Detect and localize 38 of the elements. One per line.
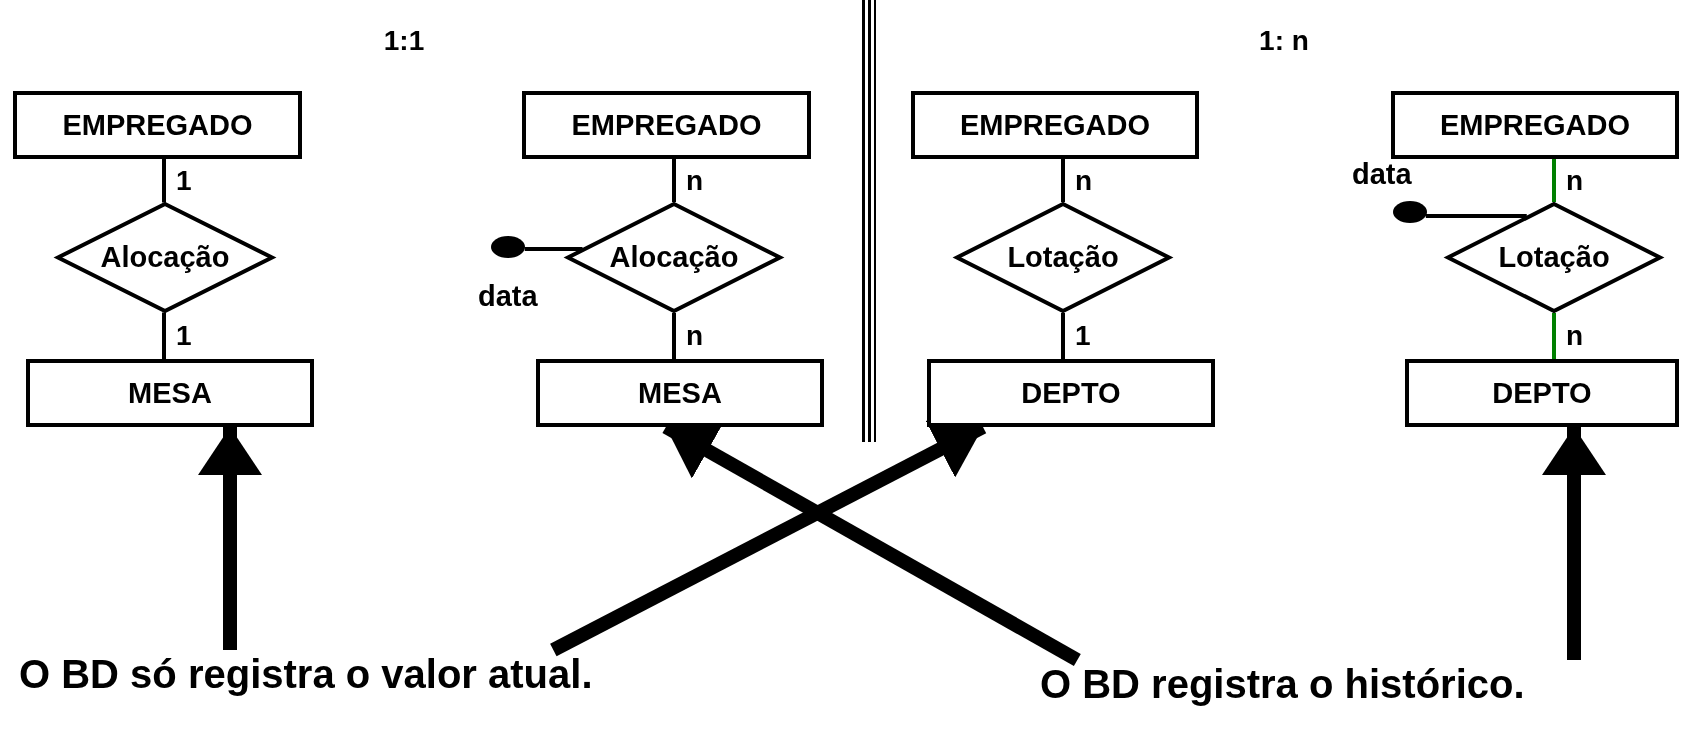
attribute-label: data [478, 282, 538, 311]
cardinality-heading: 1: n [1259, 27, 1309, 55]
relationship-label: Lotação [1498, 241, 1610, 274]
connector-line [524, 247, 583, 251]
entity-box: MESA [536, 359, 824, 427]
thick-arrow [198, 427, 262, 650]
connector-line [1061, 313, 1065, 359]
thick-arrow [1542, 427, 1606, 660]
cardinality-label: 1 [176, 166, 192, 195]
cardinality-heading: 1:1 [383, 27, 425, 55]
relationship-label: Alocação [609, 241, 739, 274]
connector-line [1061, 159, 1065, 202]
connector-line [162, 312, 166, 359]
cardinality-label: 1 [176, 321, 192, 350]
cardinality-label: n [686, 322, 704, 350]
note-text: O BD registra o histórico. [1040, 660, 1680, 720]
cardinality-label: n [1075, 166, 1093, 195]
connector-line [1552, 313, 1556, 359]
cardinality-label: 1 [1075, 322, 1091, 350]
connector-line [1425, 214, 1527, 218]
connector-line [672, 313, 676, 359]
entity-box: EMPREGADO [13, 91, 302, 159]
relationship-label: Alocação [100, 241, 230, 274]
attribute-label: data [1352, 160, 1412, 189]
entity-box: EMPREGADO [1391, 91, 1679, 159]
entity-box: DEPTO [1405, 359, 1679, 427]
note-text: O BD só registra o valor atual. [19, 650, 599, 750]
connector-line [162, 159, 166, 203]
entity-box: EMPREGADO [911, 91, 1199, 159]
entity-box: MESA [26, 359, 314, 427]
entity-box: EMPREGADO [522, 91, 811, 159]
cardinality-label: n [686, 166, 704, 195]
connector-line [1552, 159, 1556, 202]
connector-line [672, 159, 676, 202]
entity-box: DEPTO [927, 359, 1215, 427]
cardinality-label: n [1566, 322, 1584, 350]
relationship-label: Lotação [1007, 241, 1119, 274]
cardinality-label: n [1566, 166, 1584, 195]
